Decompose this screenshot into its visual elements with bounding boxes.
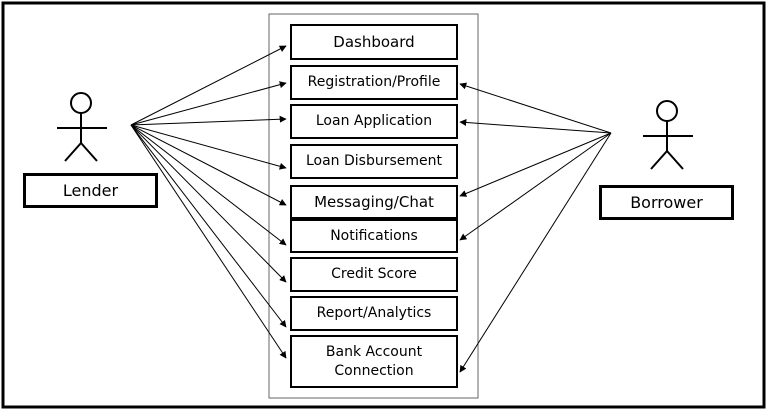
lender-label: Lender — [23, 173, 158, 208]
use-case-credit-score: Credit Score — [290, 257, 458, 292]
borrower-to-notifications-arrow — [459, 132, 612, 241]
use-case-bank-account-connection: Bank Account Connection — [290, 335, 458, 388]
lender-figure — [57, 92, 107, 162]
lender-to-messaging-arrow — [130, 124, 287, 206]
borrower-to-loan-application-arrow — [459, 118, 612, 134]
system-boundary — [268, 13, 479, 399]
use-case-report-analytics: Report/Analytics — [290, 296, 458, 331]
borrower-to-registration-arrow — [459, 82, 612, 134]
lender-to-bank-account-arrow — [130, 124, 287, 359]
association-lines — [130, 45, 612, 373]
use-case-dashboard: Dashboard — [290, 24, 458, 60]
use-case-registration-profile: Registration/Profile — [290, 65, 458, 100]
lender-to-registration-arrow — [130, 81, 287, 126]
borrower-to-messaging-arrow — [459, 132, 612, 197]
use-case-loan-application: Loan Application — [290, 104, 458, 139]
lender-to-loan-application-arrow — [130, 115, 287, 126]
borrower-to-bank-account-arrow — [459, 132, 612, 373]
borrower-figure — [643, 100, 693, 170]
use-case-notifications: Notifications — [290, 219, 458, 253]
lender-to-credit-score-arrow — [130, 124, 287, 283]
lender-to-dashboard-arrow — [130, 45, 287, 126]
lender-to-loan-disbursement-arrow — [130, 124, 287, 170]
lender-to-report-analytics-arrow — [130, 124, 287, 328]
lender-to-notifications-arrow — [130, 124, 287, 246]
use-case-messaging-chat: Messaging/Chat — [290, 185, 458, 219]
use-case-loan-disbursement: Loan Disbursement — [290, 144, 458, 179]
borrower-label: Borrower — [599, 185, 734, 220]
